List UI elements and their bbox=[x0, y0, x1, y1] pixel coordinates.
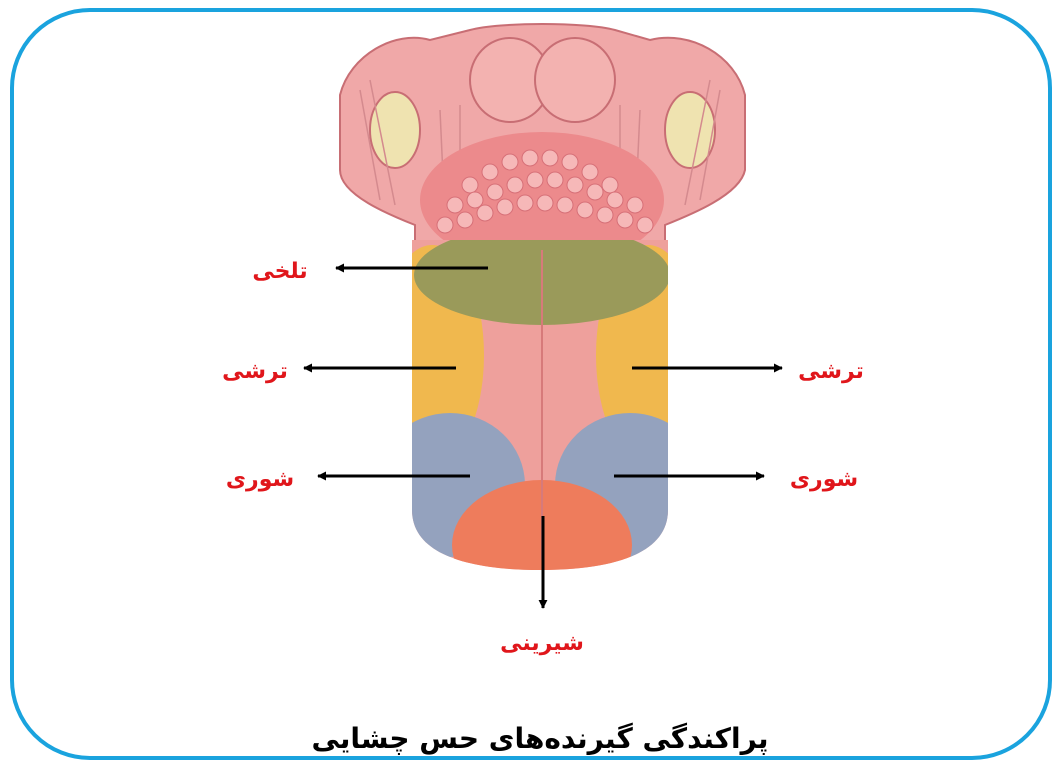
label-sweet: شیرینی bbox=[500, 631, 584, 656]
epiglottis-right bbox=[535, 38, 615, 122]
label-sour-left: ترشی bbox=[222, 359, 288, 384]
tonsil-left bbox=[370, 92, 420, 168]
throat-illustration bbox=[340, 24, 745, 268]
label-salty-right: شوری bbox=[790, 467, 858, 492]
diagram-title: پراکندگی گیرنده‌های حس چشایی bbox=[312, 722, 769, 755]
label-bitter: تلخی bbox=[252, 259, 307, 284]
label-sour-right: ترشی bbox=[798, 359, 864, 384]
label-salty-left: شوری bbox=[226, 467, 294, 492]
tongue-body bbox=[375, 225, 705, 610]
